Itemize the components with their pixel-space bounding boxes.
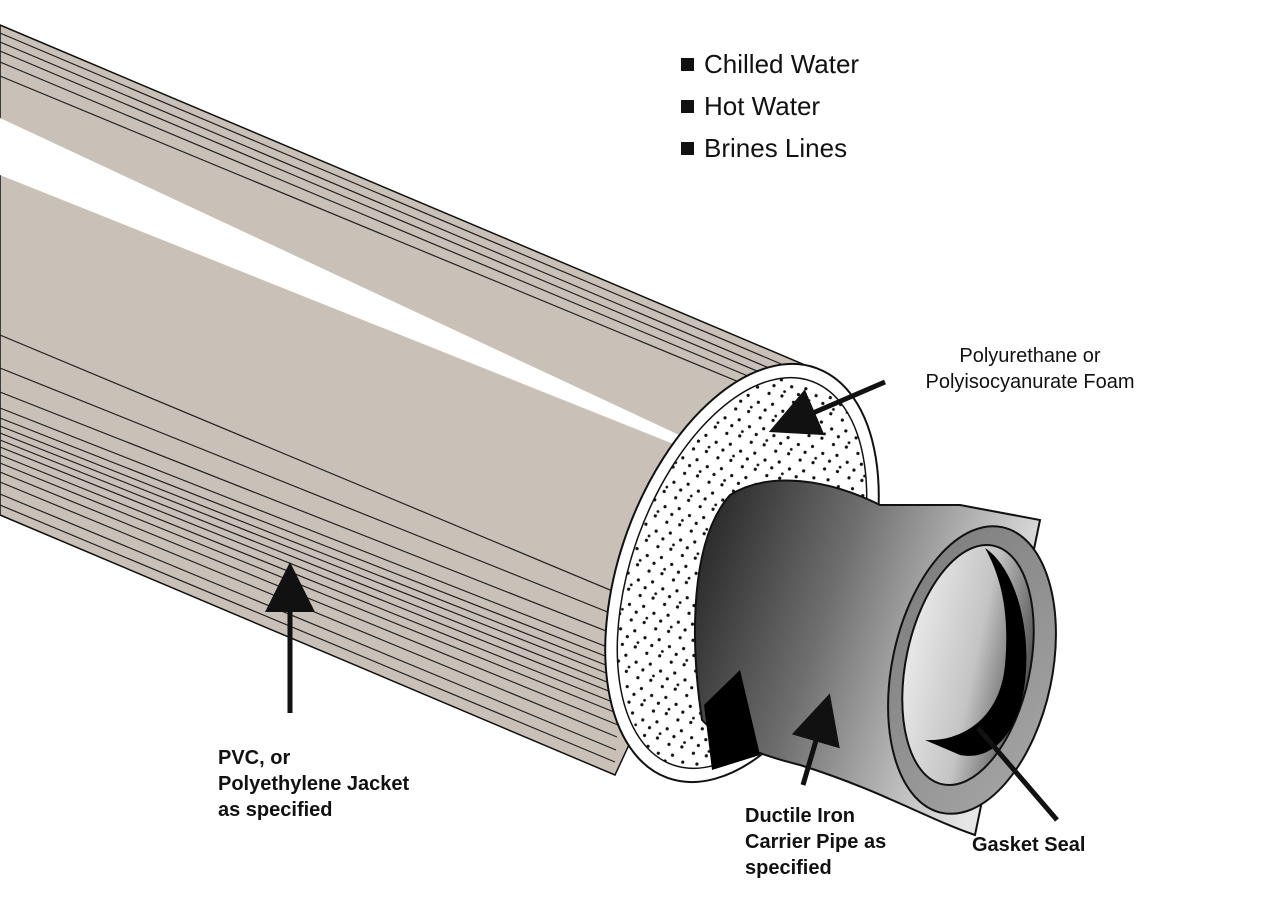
jacket-lines-top	[0, 32, 801, 400]
ductile-iron-carrier-pipe	[694, 479, 1057, 837]
carrier-pipe-callout-label: Ductile Iron Carrier Pipe as specified	[745, 805, 887, 879]
application-item: Brines Lines	[681, 127, 859, 169]
applications-list: Chilled Water Hot Water Brines Lines	[681, 43, 859, 169]
gasket-leader	[976, 726, 1059, 822]
bullet-square-icon	[681, 58, 694, 71]
bullet-square-icon	[681, 142, 694, 155]
foam-arrow	[768, 379, 886, 436]
application-item: Chilled Water	[681, 43, 859, 85]
jacket-callout-label: PVC, or Polyethylene Jacket as specified	[218, 747, 410, 821]
bullet-square-icon	[681, 100, 694, 113]
application-item: Hot Water	[681, 85, 859, 127]
pvc-jacket	[0, 24, 807, 776]
gasket-seal	[925, 548, 1027, 756]
foam-callout-label: Polyurethane or Polyisocyanurate Foam	[925, 345, 1135, 393]
gasket-callout-label: Gasket Seal	[972, 834, 1086, 856]
carrier-arrow	[791, 693, 840, 786]
callout-arrows	[265, 379, 1059, 822]
